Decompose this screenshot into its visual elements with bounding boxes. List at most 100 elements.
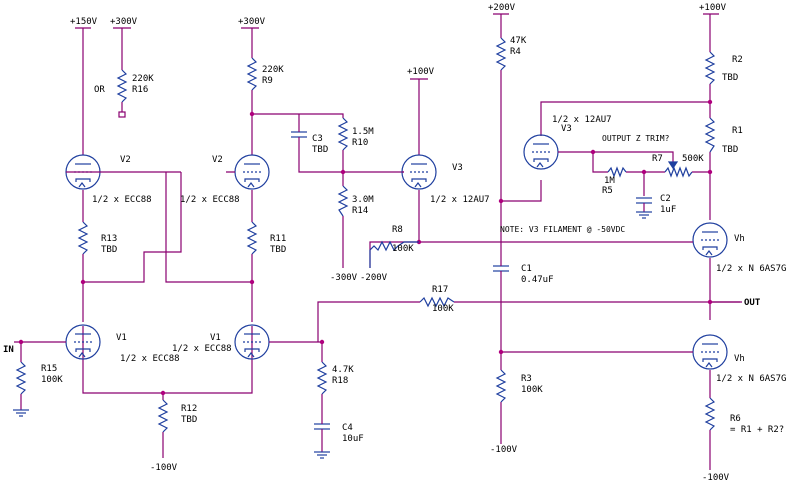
label-r6-val: = R1 + R2? [730, 425, 784, 435]
label-r2-val: TBD [722, 73, 738, 83]
label-r15-val: 100K [41, 375, 63, 385]
rail-p150: +150V [70, 17, 98, 27]
label-in: IN [3, 345, 14, 355]
label-r16-val: 220K [132, 74, 154, 84]
label-r4-val: 47K [510, 36, 527, 46]
label-r11-val: TBD [270, 245, 286, 255]
tube-v3-upper [401, 154, 437, 190]
tube-vh-upper [692, 222, 728, 258]
label-c3-val: TBD [312, 145, 328, 155]
rail-m100b: -100V [490, 445, 518, 455]
label-r13-val: TBD [101, 245, 117, 255]
label-c2-ref: C2 [660, 194, 671, 204]
label-v3a-type: 1/2 x 12AU7 [430, 195, 490, 205]
junction-dots [18, 99, 713, 396]
rail-m200: -200V [360, 273, 388, 283]
label-out: OUT [744, 298, 761, 308]
rail-p100a: +100V [407, 67, 435, 77]
resistor-r8 [369, 240, 419, 268]
resistor-r5 [607, 166, 627, 178]
rail-m300: -300V [330, 273, 358, 283]
label-vha-ref: Vh [734, 234, 745, 244]
rail-p300b: +300V [238, 17, 266, 27]
label-r18-val: 4.7K [332, 365, 354, 375]
resistor-r16 [116, 69, 128, 103]
label-r4-ref: R4 [510, 47, 521, 57]
label-r3-ref: R3 [521, 374, 532, 384]
rail-p100b: +100V [699, 3, 727, 13]
label-r10-ref: R10 [352, 138, 368, 148]
label-r16-ref: R16 [132, 85, 148, 95]
label-r5-ref: R5 [602, 186, 613, 196]
trim-arrow [667, 161, 679, 170]
resistor-r11 [246, 221, 258, 255]
label-r6-ref: R6 [730, 414, 741, 424]
tube-leads [62, 151, 693, 353]
label-vhb-type: 1/2 x N 6AS7G [716, 374, 786, 384]
label-note: NOTE: V3 FILAMENT @ -50VDC [500, 225, 625, 234]
label-or: OR [94, 85, 105, 95]
capacitor-c1 [493, 262, 509, 280]
label-r13-ref: R13 [101, 234, 117, 244]
capacitor-c2 [636, 197, 652, 212]
resistor-r14 [337, 185, 349, 217]
label-v3a-ref: V3 [452, 163, 463, 173]
label-r9-ref: R9 [262, 76, 273, 86]
label-r9-val: 220K [262, 65, 284, 75]
rail-m100c: -100V [702, 473, 730, 483]
label-r18-ref: R18 [332, 376, 348, 386]
capacitor-c3 [291, 124, 307, 142]
rail-p300a: +300V [110, 17, 138, 27]
label-c1-ref: C1 [521, 264, 532, 274]
label-v1a-ref: V1 [116, 333, 127, 343]
resistors [15, 37, 716, 433]
label-v2b-ref: V2 [212, 155, 223, 165]
label-c2-val: 1uF [660, 205, 676, 215]
resistor-r15 [15, 361, 27, 395]
label-vha-type: 1/2 x N 6AS7G [716, 264, 786, 274]
label-output-trim: OUTPUT Z TRIM? [602, 134, 670, 143]
label-r8-ref: R8 [392, 225, 403, 235]
capacitor-c4 [314, 420, 330, 438]
label-vhb-ref: Vh [734, 354, 745, 364]
tube-v2-right [234, 154, 270, 190]
label-r7-val: 500K [682, 154, 704, 164]
label-r3-val: 100K [521, 385, 543, 395]
capacitors [291, 124, 652, 438]
tube-vh-lower [692, 334, 728, 370]
label-r12-val: TBD [181, 415, 197, 425]
label-r1-ref: R1 [732, 126, 743, 136]
label-v3b-type: 1/2 x 12AU7 [552, 115, 612, 125]
labels: +150V +300V +300V +100V +200V +100V -300… [3, 3, 786, 483]
label-v2a-ref: V2 [120, 155, 131, 165]
label-r12-ref: R12 [181, 404, 197, 414]
label-v3b-ref: V3 [561, 124, 572, 134]
label-r5-val: 1M [604, 176, 615, 186]
label-r10-val: 1.5M [352, 127, 374, 137]
label-v1b-type: 1/2 x ECC88 [172, 344, 232, 354]
rail-p200: +200V [488, 3, 516, 13]
resistor-r9 [246, 57, 258, 91]
resistor-r4 [495, 37, 507, 71]
label-r14-val: 3.0M [352, 195, 374, 205]
label-v2a-type: 1/2 x ECC88 [92, 195, 152, 205]
resistor-r3 [495, 369, 507, 403]
label-v1b-ref: V1 [210, 333, 221, 343]
tube-v3-lower [523, 134, 559, 170]
label-r2-ref: R2 [732, 55, 743, 65]
label-v2b-type: 1/2 x ECC88 [180, 195, 240, 205]
label-c3-ref: C3 [312, 134, 323, 144]
resistor-r18 [316, 361, 328, 395]
resistor-r2 [704, 51, 716, 85]
resistor-r6 [704, 397, 716, 431]
resistor-r7 [664, 166, 693, 178]
label-c4-val: 10uF [342, 434, 364, 444]
resistor-r17 [419, 296, 455, 308]
label-c1-val: 0.47uF [521, 275, 554, 285]
label-r8-val: 100K [392, 244, 414, 254]
resistor-r1 [704, 117, 716, 153]
label-r11-ref: R11 [270, 234, 286, 244]
label-v1a-type: 1/2 x ECC88 [120, 354, 180, 364]
wiring [14, 13, 742, 470]
